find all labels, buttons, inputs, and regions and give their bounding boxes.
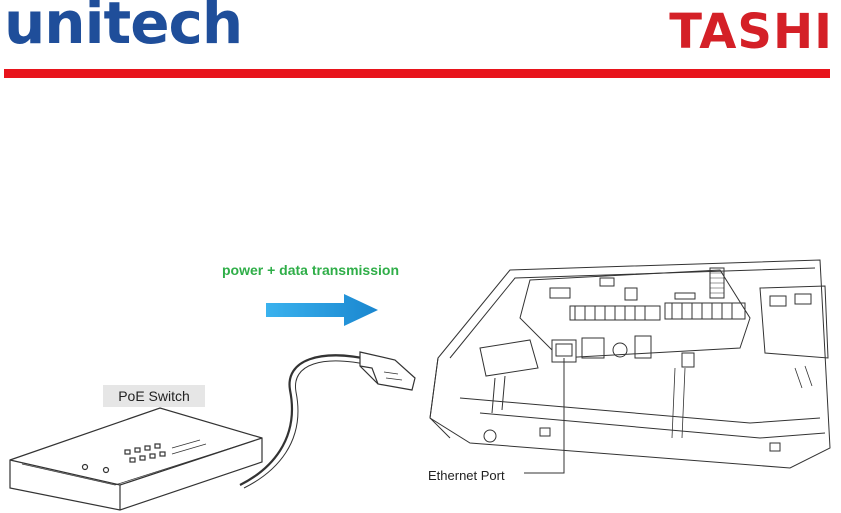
ethernet-port-label: Ethernet Port: [428, 468, 505, 483]
header-divider: [4, 69, 830, 78]
tashi-logo: TASHI: [669, 8, 833, 56]
transmission-caption: power + data transmission: [222, 262, 399, 278]
right-arrow-icon: [266, 294, 382, 326]
poe-switch-label: PoE Switch: [103, 385, 205, 407]
poe-switch-illustration: [0, 330, 440, 513]
unitech-logo: unitech: [4, 0, 242, 52]
